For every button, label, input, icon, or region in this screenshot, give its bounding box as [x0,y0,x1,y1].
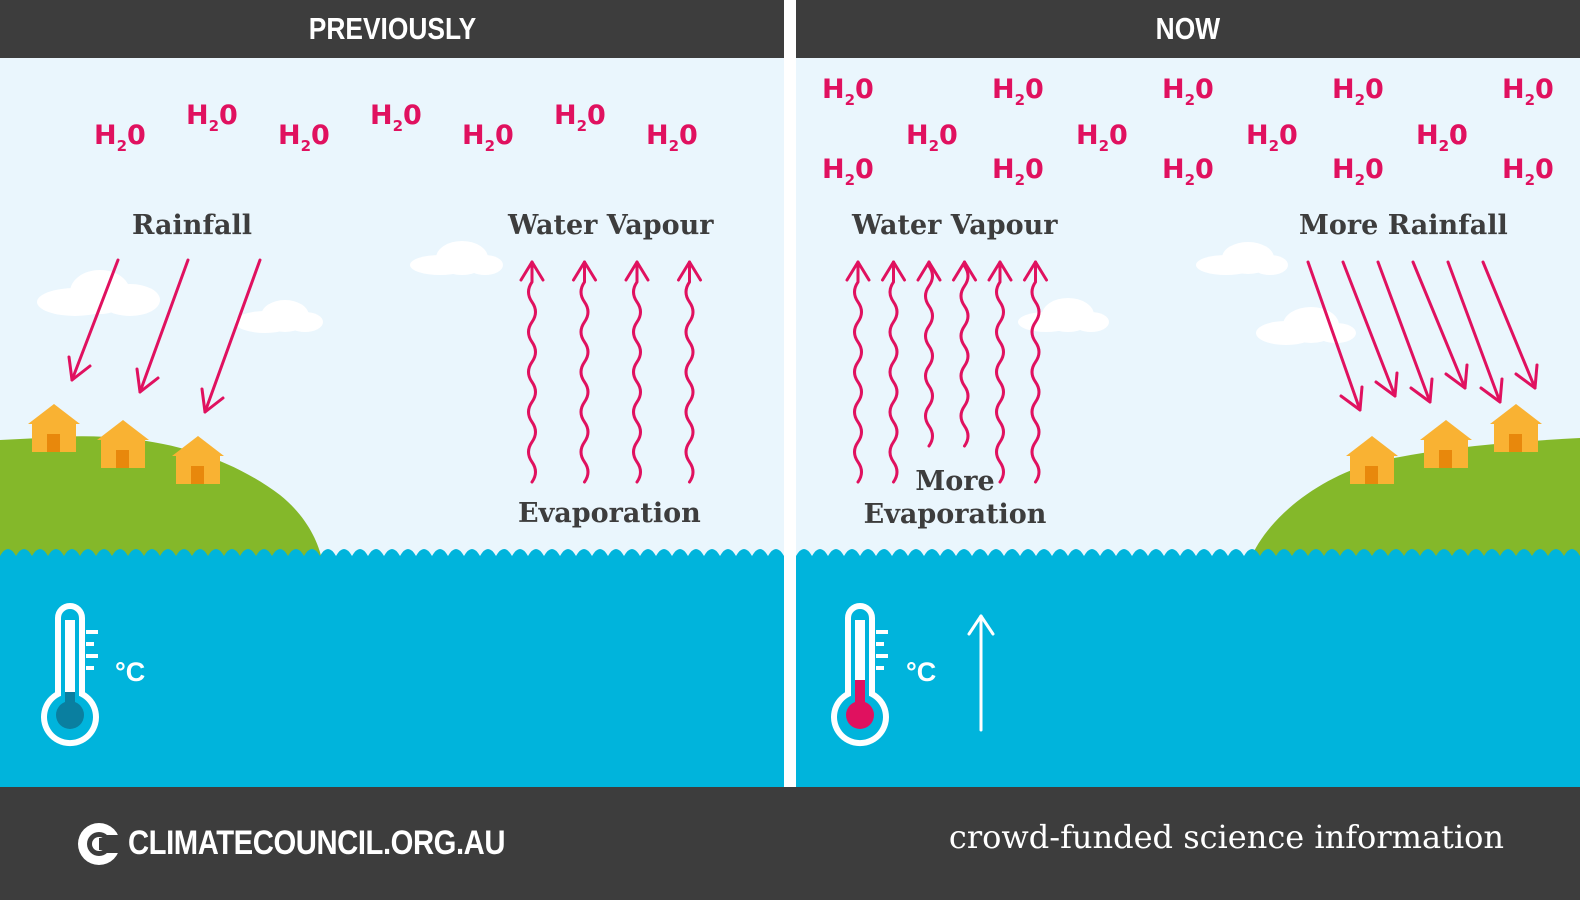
rain-arrow [1376,260,1434,404]
panel-title-text: NOW [1155,11,1221,46]
panel-title: PREVIOUSLY [0,0,784,58]
h2o-molecule: H20 [1502,74,1554,109]
now-scene [796,242,1580,787]
brand-text: CLIMATECOUNCIL.ORG.AU [128,824,506,862]
h2o-molecule: H20 [1332,154,1384,189]
more-evaporation-label: More Evaporation [858,465,1052,531]
panel-title: NOW [796,0,1580,58]
evaporation-arrow [845,260,871,484]
evaporation-arrow [987,260,1013,484]
rain-arrow [1446,260,1504,404]
cloud-icon [1196,242,1288,275]
climate-council-logo-icon [78,822,120,865]
evaporation-arrow [881,260,906,484]
rain-arrow [1481,260,1539,390]
temperature-unit: °C [906,657,937,687]
h2o-molecule: H20 [1076,120,1128,155]
panel-title-text: PREVIOUSLY [308,11,476,46]
rain-arrow [1306,260,1364,412]
cloud-icon [235,300,323,333]
more-rainfall-label: More Rainfall [1299,210,1508,241]
h2o-molecule: H20 [1502,154,1554,189]
h2o-molecule: H20 [1162,154,1214,189]
h2o-molecule: H20 [94,120,146,155]
h2o-molecule: H20 [370,100,422,135]
rain-arrow [1341,260,1399,398]
temperature-rising-arrow [967,614,995,732]
evaporation-arrow [624,260,650,484]
rain-arrow [1411,260,1469,390]
evaporation-label: Evaporation [518,498,701,529]
hill-right [1250,438,1580,560]
water-vapour-label: Water Vapour [852,210,1058,241]
brand[interactable]: CLIMATECOUNCIL.ORG.AU [76,787,566,900]
ocean [0,549,784,787]
rain-arrow [67,258,120,382]
rain-arrow [135,258,190,394]
ocean [796,549,1580,787]
evaporation-arrow [677,260,702,484]
house-icon [28,404,80,452]
more-evaporation-line1: More [915,466,995,497]
h2o-molecule: H20 [462,120,514,155]
h2o-molecule: H20 [992,154,1044,189]
h2o-molecule: H20 [646,120,698,155]
h2o-molecule: H20 [1162,74,1214,109]
house-icon [1490,404,1542,452]
house-icon [172,436,224,484]
h2o-molecule: H20 [278,120,330,155]
h2o-molecule: H20 [822,74,874,109]
house-icon [1420,420,1472,468]
hill-left [0,436,322,560]
h2o-molecule: H20 [186,100,238,135]
h2o-molecule: H20 [1416,120,1468,155]
evaporation-arrow [916,260,942,448]
house-icon [97,420,149,468]
tagline: crowd-funded science information [948,818,1504,856]
more-evaporation-line2: Evaporation [863,499,1047,530]
h2o-molecule: H20 [822,154,874,189]
h2o-molecule: H20 [992,74,1044,109]
h2o-molecule: H20 [554,100,606,135]
water-vapour-label: Water Vapour [508,210,714,241]
thermometer-icon [41,603,99,746]
thermometer-icon [831,603,889,746]
cloud-icon [410,241,503,275]
rainfall-label: Rainfall [132,210,253,241]
footer: CLIMATECOUNCIL.ORG.AU crowd-funded scien… [0,787,1580,900]
previously-scene [0,241,784,787]
evaporation-arrow [952,260,977,448]
h2o-molecule: H20 [906,120,958,155]
h2o-molecule: H20 [1416,120,1468,155]
h2o-molecule: H20 [1246,120,1298,155]
evaporation-arrow [572,260,597,484]
evaporation-arrow [519,260,545,484]
evaporation-arrow [1023,260,1048,484]
cloud-icon [37,270,160,316]
rain-arrow [200,258,262,414]
h2o-molecule: H20 [1332,74,1384,109]
temperature-unit: °C [115,657,146,687]
cloud-icon [1256,307,1356,345]
house-icon [1346,436,1398,484]
